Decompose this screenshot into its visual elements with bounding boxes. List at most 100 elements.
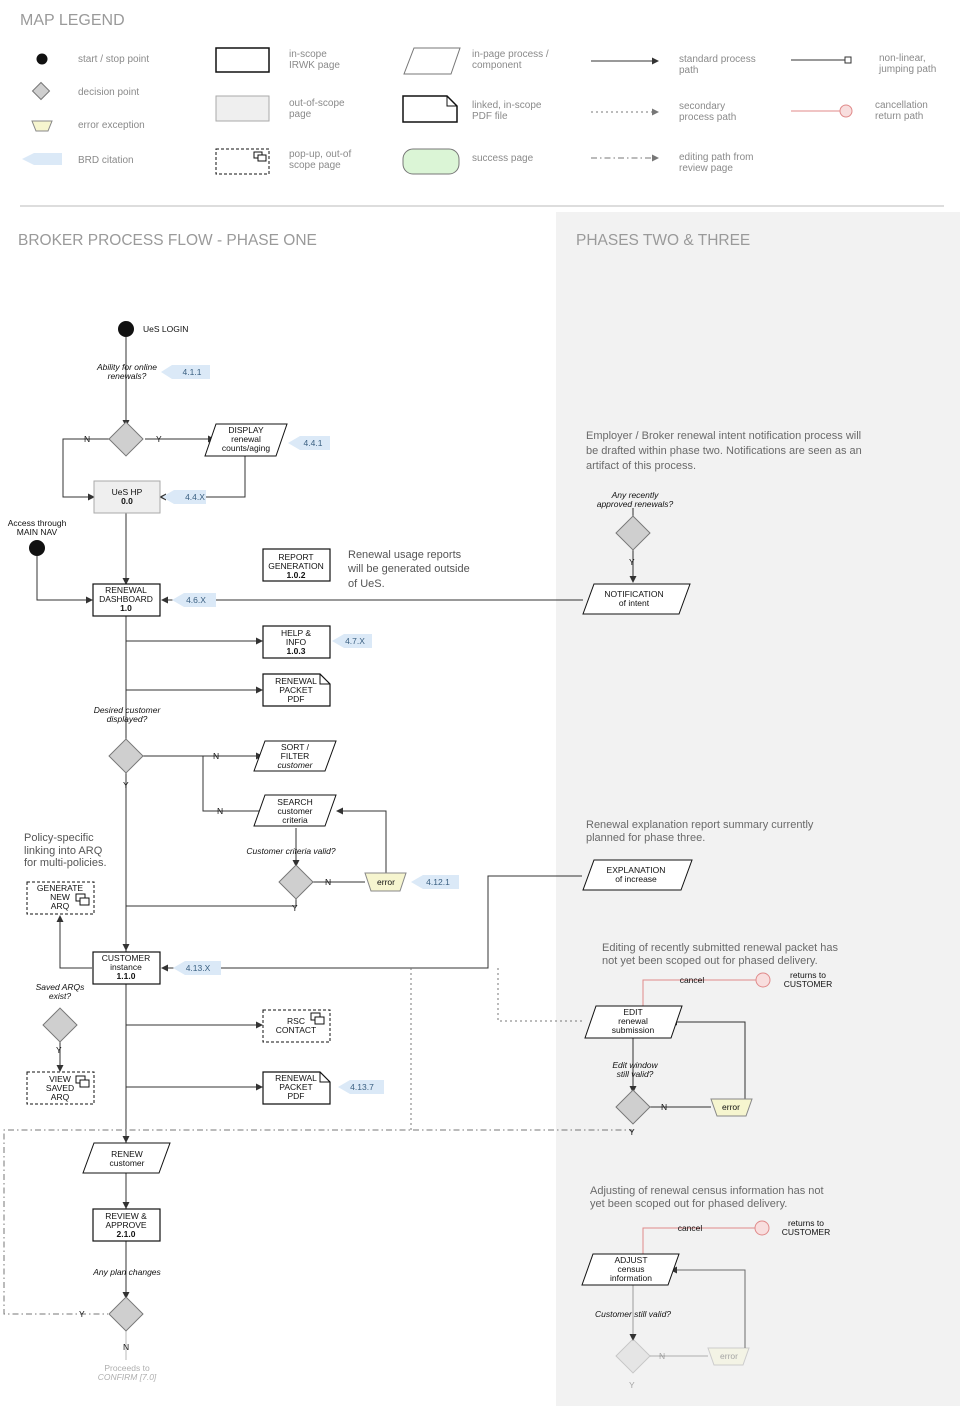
legend-outscope-symbol <box>215 95 270 122</box>
editing-submitted-note-2: not yet been scoped out for phased deliv… <box>602 955 818 967</box>
brd-citation-4-13-x[interactable]: 4.13.X <box>173 961 221 975</box>
svg-text:RENEWAL: RENEWAL <box>275 1073 317 1083</box>
renewal-packet-pdf-node-2[interactable]: RENEWAL PACKET PDF <box>262 1071 331 1105</box>
usage-reports-note-1: Renewal usage reports <box>348 549 462 561</box>
usage-reports-note-3: of UeS. <box>348 578 385 590</box>
ues-login-label: UeS LOGIN <box>143 324 188 334</box>
svg-text:APPROVE: APPROVE <box>105 1220 146 1230</box>
legend-start-stop-label: start / stop point <box>78 54 149 65</box>
report-generation-node[interactable]: REPORT GENERATION 1.0.2 <box>262 548 331 582</box>
brd-citation-4-4-x[interactable]: 4.4.X <box>162 490 206 504</box>
svg-text:PACKET: PACKET <box>279 685 312 695</box>
plan-changes-no-label: N <box>123 1342 129 1352</box>
recent-approved-question-1: Any recently <box>611 490 660 500</box>
legend-popup-window-icon <box>253 151 267 162</box>
svg-text:4.6.X: 4.6.X <box>186 595 206 605</box>
search-error-node: error <box>364 872 407 892</box>
search-criteria-node[interactable]: SEARCH customer criteria <box>253 794 337 827</box>
legend-popup-label-1: pop-up, out-of <box>289 149 351 160</box>
svg-text:4.7.X: 4.7.X <box>345 636 365 646</box>
renewal-packet-pdf-node[interactable]: RENEWAL PACKET PDF <box>262 673 331 707</box>
svg-text:CONFIRM [7.0]: CONFIRM [7.0] <box>98 1372 157 1382</box>
review-approve-node[interactable]: REVIEW & APPROVE 2.1.0 <box>92 1208 161 1242</box>
proceeds-to-confirm-label: Proceeds to CONFIRM [7.0] <box>98 1363 157 1382</box>
svg-text:counts/aging: counts/aging <box>222 443 270 453</box>
customer-valid-question: Customer still valid? <box>595 1309 671 1319</box>
legend-cancel-label-2: return path <box>875 111 923 122</box>
edit-returns-label-1: returns to <box>790 970 826 980</box>
criteria-valid-question: Customer criteria valid? <box>246 846 336 856</box>
svg-text:INFO: INFO <box>286 637 307 647</box>
svg-text:of intent: of intent <box>619 598 650 608</box>
popup-window-icon <box>75 1075 90 1088</box>
svg-text:4.13.X: 4.13.X <box>186 963 211 973</box>
legend-pdf-label-1: linked, in-scope <box>472 100 542 111</box>
adjust-census-node[interactable]: ADJUST census information <box>581 1253 680 1286</box>
customer-valid-branch: N Y error <box>615 1338 750 1390</box>
svg-text:DASHBOARD: DASHBOARD <box>99 594 153 604</box>
desired-customer-decision <box>108 738 144 774</box>
adjust-returns-label-2: CUSTOMER <box>782 1227 831 1237</box>
brd-citation-4-13-7[interactable]: 4.13.7 <box>338 1080 384 1094</box>
view-saved-arq-popup[interactable]: VIEW SAVED ARQ <box>26 1071 95 1105</box>
svg-text:4.4.1: 4.4.1 <box>304 438 323 448</box>
svg-text:of increase: of increase <box>615 874 657 884</box>
help-info-node[interactable]: HELP & INFO 1.0.3 <box>262 625 331 659</box>
recent-approved-question-2: approved renewals? <box>597 499 674 509</box>
legend-popup-label-2: scope page <box>289 160 341 171</box>
policy-specific-note-2: linking into ARQ <box>24 845 103 857</box>
svg-text:REVIEW &: REVIEW & <box>105 1211 147 1221</box>
legend-nonlinear-label-2: jumping path <box>878 64 936 75</box>
edit-renewal-submission-node[interactable]: EDIT renewal submission <box>584 1005 683 1039</box>
svg-text:renewal: renewal <box>231 434 261 444</box>
adjusting-census-note-2: yet been scoped out for phased delivery. <box>590 1198 787 1210</box>
svg-text:ARQ: ARQ <box>51 901 70 911</box>
phase-one-heading: BROKER PROCESS FLOW - PHASE ONE <box>18 232 317 249</box>
legend-cancel-label-1: cancellation <box>875 100 928 111</box>
sort-filter-node[interactable]: SORT / FILTER customer <box>253 740 337 772</box>
main-nav-label-2: MAIN NAV <box>17 527 58 537</box>
svg-text:EXPLANATION: EXPLANATION <box>607 865 666 875</box>
renewal-dashboard-node[interactable]: RENEWAL DASHBOARD 1.0 <box>92 583 161 617</box>
explanation-report-note-2: planned for phase three. <box>586 832 705 844</box>
customer-valid-yes-label: Y <box>629 1380 635 1390</box>
legend-inpage-symbol <box>403 47 461 75</box>
legend-success-label: success page <box>472 153 534 164</box>
brd-citation-4-1-1[interactable]: 4.1.1 <box>161 365 210 379</box>
customer-instance-node[interactable]: CUSTOMER instance 1.1.0 <box>92 951 161 985</box>
renew-customer-node[interactable]: RENEW customer <box>82 1142 171 1174</box>
legend-inpage-label-2: component <box>472 60 522 71</box>
criteria-yes-label: Y <box>292 903 298 913</box>
legend-editing-label-1: editing path from <box>679 152 754 163</box>
legend-decision-label: decision point <box>78 87 139 98</box>
svg-text:RENEWAL: RENEWAL <box>105 585 147 595</box>
brd-citation-4-6-x[interactable]: 4.6.X <box>172 593 216 607</box>
brd-citation-4-7-x[interactable]: 4.7.X <box>332 634 372 648</box>
legend-decision-symbol <box>31 81 51 101</box>
svg-text:SEARCH: SEARCH <box>277 797 312 807</box>
notification-of-intent-node[interactable]: NOTIFICATION of intent <box>582 583 691 615</box>
ues-hp-node[interactable]: UeS HP 0.0 <box>93 480 161 514</box>
popup-window-icon <box>310 1012 325 1025</box>
generate-new-arq-popup[interactable]: GENERATE NEW ARQ <box>26 881 95 915</box>
rsc-contact-popup[interactable]: RSC CONTACT <box>262 1009 331 1043</box>
display-renewal-counts-node[interactable]: DISPLAY renewal counts/aging <box>204 423 288 457</box>
policy-specific-note-3: for multi-policies. <box>24 857 107 869</box>
svg-text:NOTIFICATION: NOTIFICATION <box>604 589 663 599</box>
svg-text:REPORT: REPORT <box>278 552 313 562</box>
svg-text:RENEWAL: RENEWAL <box>275 676 317 686</box>
brd-citation-4-4-1[interactable]: 4.4.1 <box>288 436 330 450</box>
svg-text:SORT /: SORT / <box>281 742 310 752</box>
brd-citation-4-12-1[interactable]: 4.12.1 <box>411 875 459 889</box>
explanation-of-increase-node[interactable]: EXPLANATION of increase <box>582 859 693 891</box>
svg-text:customer: customer <box>278 760 314 770</box>
svg-text:error: error <box>377 877 395 887</box>
employer-broker-note-1: Employer / Broker renewal intent notific… <box>586 430 861 442</box>
legend-standard-label-2: path <box>679 65 698 76</box>
saved-arqs-question-2: exist? <box>49 991 71 1001</box>
svg-text:GENERATE: GENERATE <box>37 883 83 893</box>
legend-standard-label-1: standard process <box>679 54 756 65</box>
legend-editing-label-2: review page <box>679 163 733 174</box>
legend-inscope-label-2: IRWK page <box>289 60 340 71</box>
desired-no-label-1: N <box>213 751 219 761</box>
